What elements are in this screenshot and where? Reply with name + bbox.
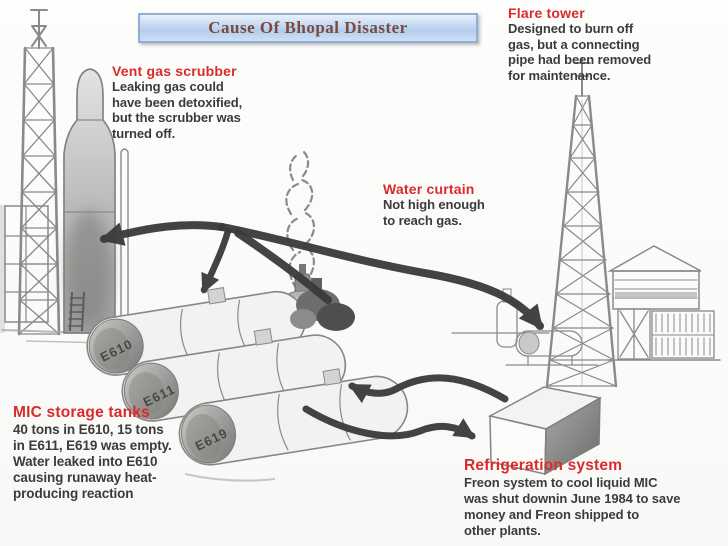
plant-building-sketch: [606, 245, 721, 361]
annotation-refrigeration-system: Refrigeration system Freon system to coo…: [464, 457, 728, 539]
mic-storage-tanks-heading: MIC storage tanks: [13, 404, 150, 421]
pipe-arrows: [99, 221, 544, 440]
flare-tower-sketch: [545, 57, 618, 388]
pipe-tank-manifold: [234, 229, 332, 304]
annotation-mic-storage-tanks: MIC storage tanks 40 tons in E610, 15 to…: [13, 404, 253, 502]
flare-base-equipment-sketch: [451, 288, 599, 366]
flare-tower-body: Designed to burn off gas, but a connecti…: [508, 21, 652, 83]
annotation-vent-gas-scrubber: Vent gas scrubber Leaking gas could have…: [112, 63, 307, 141]
refrigeration-system-body: Freon system to cool liquid MIC was shut…: [464, 475, 681, 538]
vent-gas-scrubber-body: Leaking gas could have been detoxified, …: [112, 79, 243, 141]
water-curtain-heading: Water curtain: [383, 181, 475, 197]
pipe-to-flare-arrow: [218, 223, 544, 330]
mic-storage-tanks-body: 40 tons in E610, 15 tons in E611, E619 w…: [13, 422, 172, 501]
arrow-tanks-to-fridge: [302, 405, 476, 440]
pipe-to-scrubber-arrow: [99, 221, 226, 246]
slide-title-box: Cause Of Bhopal Disaster: [138, 13, 478, 43]
vent-gas-scrubber-heading: Vent gas scrubber: [112, 63, 237, 79]
water-curtain-body: Not high enough to reach gas.: [383, 197, 485, 228]
flare-tower-heading: Flare tower: [508, 5, 585, 21]
vent-valve-stem: [299, 264, 306, 276]
annotation-water-curtain: Water curtain Not high enough to reach g…: [383, 181, 548, 228]
annotation-flare-tower: Flare tower Designed to burn off gas, bu…: [508, 5, 723, 83]
arrow-fridge-to-tanks: [348, 374, 509, 404]
refrigeration-system-heading: Refrigeration system: [464, 457, 623, 474]
refrigeration-box-sketch: [487, 386, 603, 476]
slide-title: Cause Of Bhopal Disaster: [208, 18, 408, 37]
tank-e610: [86, 287, 306, 376]
storage-tanks-sketch: E610 E611 E619: [86, 278, 409, 482]
lattice-tower-sketch: [17, 9, 61, 336]
pipe-to-tank-arrow: [200, 227, 232, 294]
